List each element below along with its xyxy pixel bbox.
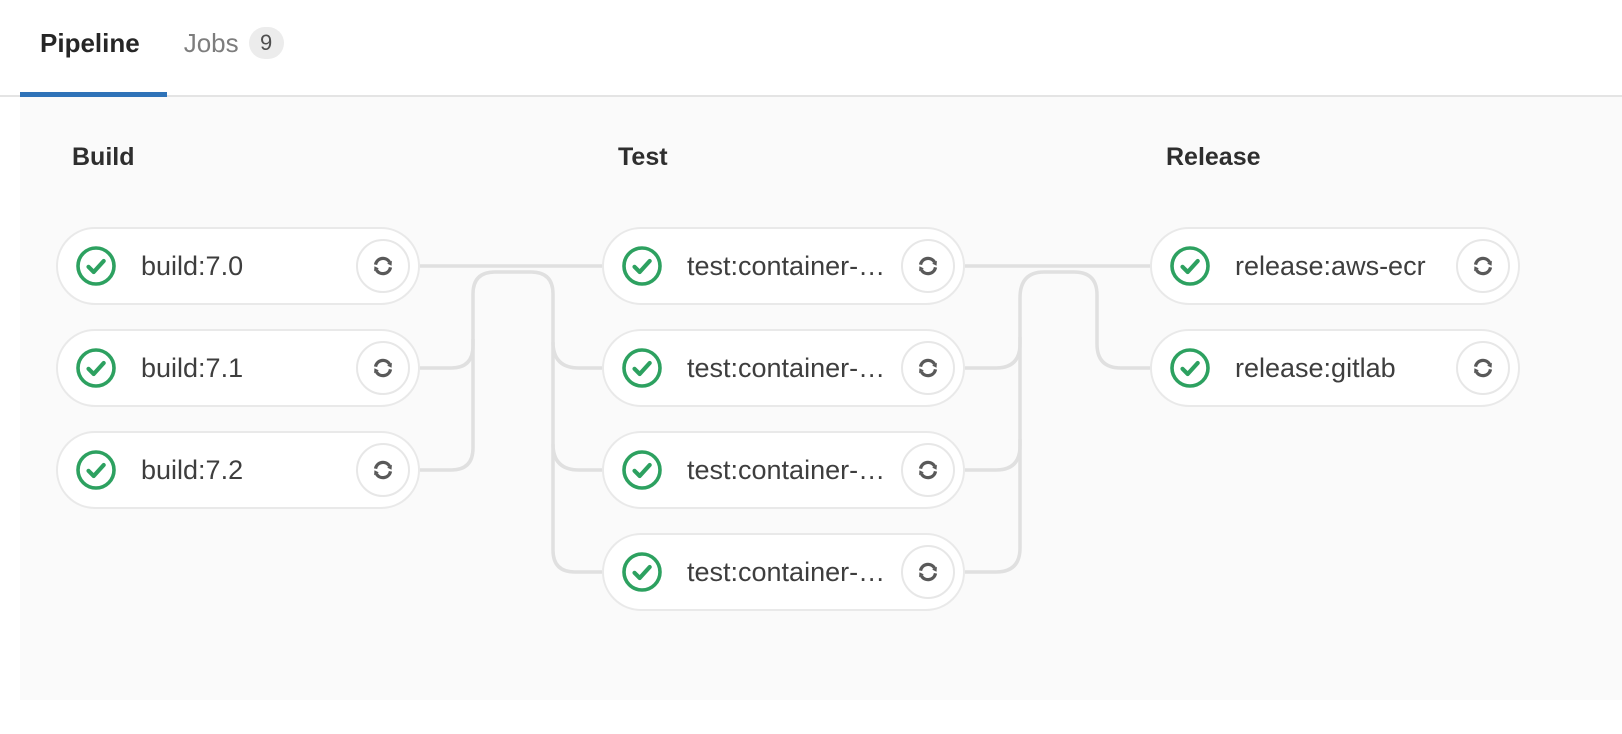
retry-button[interactable] (1456, 341, 1510, 395)
job-pill[interactable]: release:gitlab (1150, 329, 1520, 407)
retry-button[interactable] (356, 341, 410, 395)
job-pill[interactable]: build:7.0 (56, 227, 420, 305)
connector-line (965, 439, 1022, 472)
tab-pipeline-label: Pipeline (40, 28, 140, 58)
retry-button[interactable] (901, 443, 955, 497)
retry-icon (370, 253, 396, 279)
stage-column: Release release:aws-ecr (1150, 97, 1520, 700)
status-success-icon (1168, 244, 1212, 288)
status-success-icon (620, 244, 664, 288)
retry-button[interactable] (356, 239, 410, 293)
tab-pipeline[interactable]: Pipeline (40, 26, 140, 60)
stage-column: Build build:7.0 bui (56, 97, 420, 700)
connector-line (965, 270, 1150, 574)
retry-icon (915, 253, 941, 279)
status-success-icon (620, 346, 664, 390)
retry-icon (915, 457, 941, 483)
stage-title: Build (72, 143, 135, 171)
job-pill[interactable]: build:7.1 (56, 329, 420, 407)
retry-button[interactable] (1456, 239, 1510, 293)
job-pill[interactable]: test:container-… (602, 533, 965, 611)
active-tab-indicator (20, 92, 167, 97)
connector-line (420, 339, 475, 370)
status-success-icon (74, 448, 118, 492)
stage-column: Test test:container-… (602, 97, 965, 700)
retry-icon (370, 457, 396, 483)
pipeline-graph-panel: Build build:7.0 bui (20, 97, 1622, 700)
retry-button[interactable] (901, 239, 955, 293)
jobs-count-badge: 9 (248, 27, 284, 59)
stage-title: Release (1166, 143, 1261, 171)
job-pill[interactable]: test:container-… (602, 431, 965, 509)
status-success-icon (74, 244, 118, 288)
connector-line (420, 270, 602, 574)
job-pill[interactable]: test:container-… (602, 329, 965, 407)
status-success-icon (74, 346, 118, 390)
retry-icon (1470, 355, 1496, 381)
connector-line (965, 337, 1022, 370)
status-success-icon (620, 448, 664, 492)
retry-icon (1470, 253, 1496, 279)
job-pill[interactable]: release:aws-ecr (1150, 227, 1520, 305)
retry-button[interactable] (901, 341, 955, 395)
retry-button[interactable] (356, 443, 410, 497)
tab-jobs-label: Jobs (183, 28, 239, 58)
retry-icon (370, 355, 396, 381)
retry-button[interactable] (901, 545, 955, 599)
stage-title: Test (618, 143, 668, 171)
retry-icon (915, 355, 941, 381)
tab-bar: Pipeline Jobs 9 (0, 0, 1622, 97)
retry-icon (915, 559, 941, 585)
job-pill[interactable]: build:7.2 (56, 431, 420, 509)
status-success-icon (1168, 346, 1212, 390)
tab-jobs[interactable]: Jobs 9 (184, 26, 284, 60)
job-pill[interactable]: test:container-… (602, 227, 965, 305)
connector-line (551, 443, 602, 472)
connector-line (551, 341, 602, 370)
status-success-icon (620, 550, 664, 594)
